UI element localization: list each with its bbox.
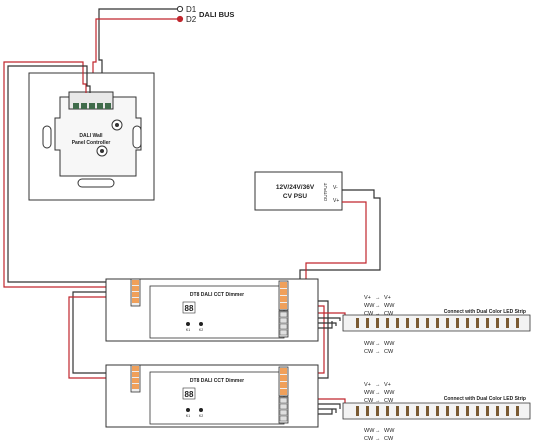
dali-wall-panel: DALI Wall Panel Controller xyxy=(28,72,155,201)
k1-label: K1 xyxy=(186,414,190,418)
d1-terminal-icon xyxy=(176,5,184,13)
mounting-slot-icon xyxy=(42,125,52,149)
strip-ww-from: WW xyxy=(364,303,375,309)
strip-cw-to: CW xyxy=(384,311,394,317)
led-chip-row xyxy=(356,318,519,328)
k1-button[interactable] xyxy=(186,322,190,326)
k1-label: K1 xyxy=(186,328,190,332)
segment-display-value: 88 xyxy=(185,390,194,399)
strip-cw-to: CW xyxy=(384,436,394,442)
dimmer-title: DT8 DALI CCT Dimmer xyxy=(190,292,244,298)
strip-ww-from: WW xyxy=(364,390,375,396)
strip-ww-from: WW xyxy=(364,341,375,347)
strip-ww-to: WW xyxy=(384,428,395,434)
strip-ww-from: WW xyxy=(364,428,375,434)
k2-label: K2 xyxy=(199,414,203,418)
k2-label: K2 xyxy=(199,328,203,332)
power-terminal-block xyxy=(278,366,289,397)
strip-ww-to: WW xyxy=(384,341,395,347)
psu-output-label: OUTPUT xyxy=(323,183,328,202)
psu-vminus-label: V- xyxy=(333,185,338,191)
arrow-icon: → xyxy=(375,311,381,317)
led-chip-row xyxy=(356,406,519,416)
arrow-icon: → xyxy=(375,398,381,404)
arrow-icon: → xyxy=(375,390,381,396)
arrow-icon: → xyxy=(375,341,381,347)
arrow-icon: → xyxy=(375,295,381,301)
strip-cw-from: CW xyxy=(364,349,374,355)
strip-vplus-to: V+ xyxy=(384,382,391,388)
strip-title: Connect with Dual Color LED Strip xyxy=(444,309,526,315)
power-terminal-block xyxy=(278,280,289,311)
segment-display xyxy=(182,301,196,314)
psu-vplus-label: V+ xyxy=(333,198,339,204)
strip-vplus-to: V+ xyxy=(384,295,391,301)
dimmer-title: DT8 DALI CCT Dimmer xyxy=(190,378,244,384)
strip-cw-from: CW xyxy=(364,398,374,404)
mounting-slot-icon xyxy=(77,178,115,188)
led-strip-1: V+ → V+ WW → WW CW → CW Connect with Dua… xyxy=(342,295,531,355)
k2-button[interactable] xyxy=(199,322,203,326)
strip-cw-to: CW xyxy=(384,398,394,404)
psu-title-line2: CV PSU xyxy=(283,193,308,200)
k1-button[interactable] xyxy=(186,408,190,412)
arrow-icon: → xyxy=(375,428,381,434)
psu-title-line1: 12V/24V/36V xyxy=(276,184,315,191)
dali-bus-label: DALI BUS xyxy=(199,10,234,19)
strip-cw-from: CW xyxy=(364,311,374,317)
strip-ww-to: WW xyxy=(384,390,395,396)
arrow-icon: → xyxy=(375,303,381,309)
strip-title: Connect with Dual Color LED Strip xyxy=(444,396,526,402)
arrow-icon: → xyxy=(375,436,381,442)
strip-cw-from: CW xyxy=(364,436,374,442)
strip-ww-to: WW xyxy=(384,303,395,309)
strip-vplus-from: V+ xyxy=(364,382,371,388)
dimmer-2: DT8 DALI CCT Dimmer 88 K1 K2 xyxy=(105,364,319,428)
arrow-icon: → xyxy=(375,382,381,388)
dimmer-1: DT8 DALI CCT Dimmer 88 K1 K2 xyxy=(105,278,319,342)
segment-display-value: 88 xyxy=(185,304,194,313)
d2-terminal-icon xyxy=(176,15,184,23)
segment-display xyxy=(182,387,196,400)
d2-label: D2 xyxy=(186,15,197,24)
dali-bus: D1 D2 DALI BUS xyxy=(176,5,234,24)
arrow-icon: → xyxy=(375,349,381,355)
k2-button[interactable] xyxy=(199,408,203,412)
strip-cw-to: CW xyxy=(384,349,394,355)
strip-vplus-from: V+ xyxy=(364,295,371,301)
mounting-slot-icon xyxy=(132,125,142,149)
led-strip-2: V+ → V+ WW → WW CW → CW Connect with Dua… xyxy=(342,382,531,442)
d1-label: D1 xyxy=(186,5,197,14)
bus-wires xyxy=(92,8,177,93)
panel-title-line1: DALI Wall xyxy=(79,133,103,139)
panel-title-line2: Panel Controller xyxy=(72,140,111,146)
cv-psu: 12V/24V/36V CV PSU OUTPUT V- V+ xyxy=(254,171,343,211)
